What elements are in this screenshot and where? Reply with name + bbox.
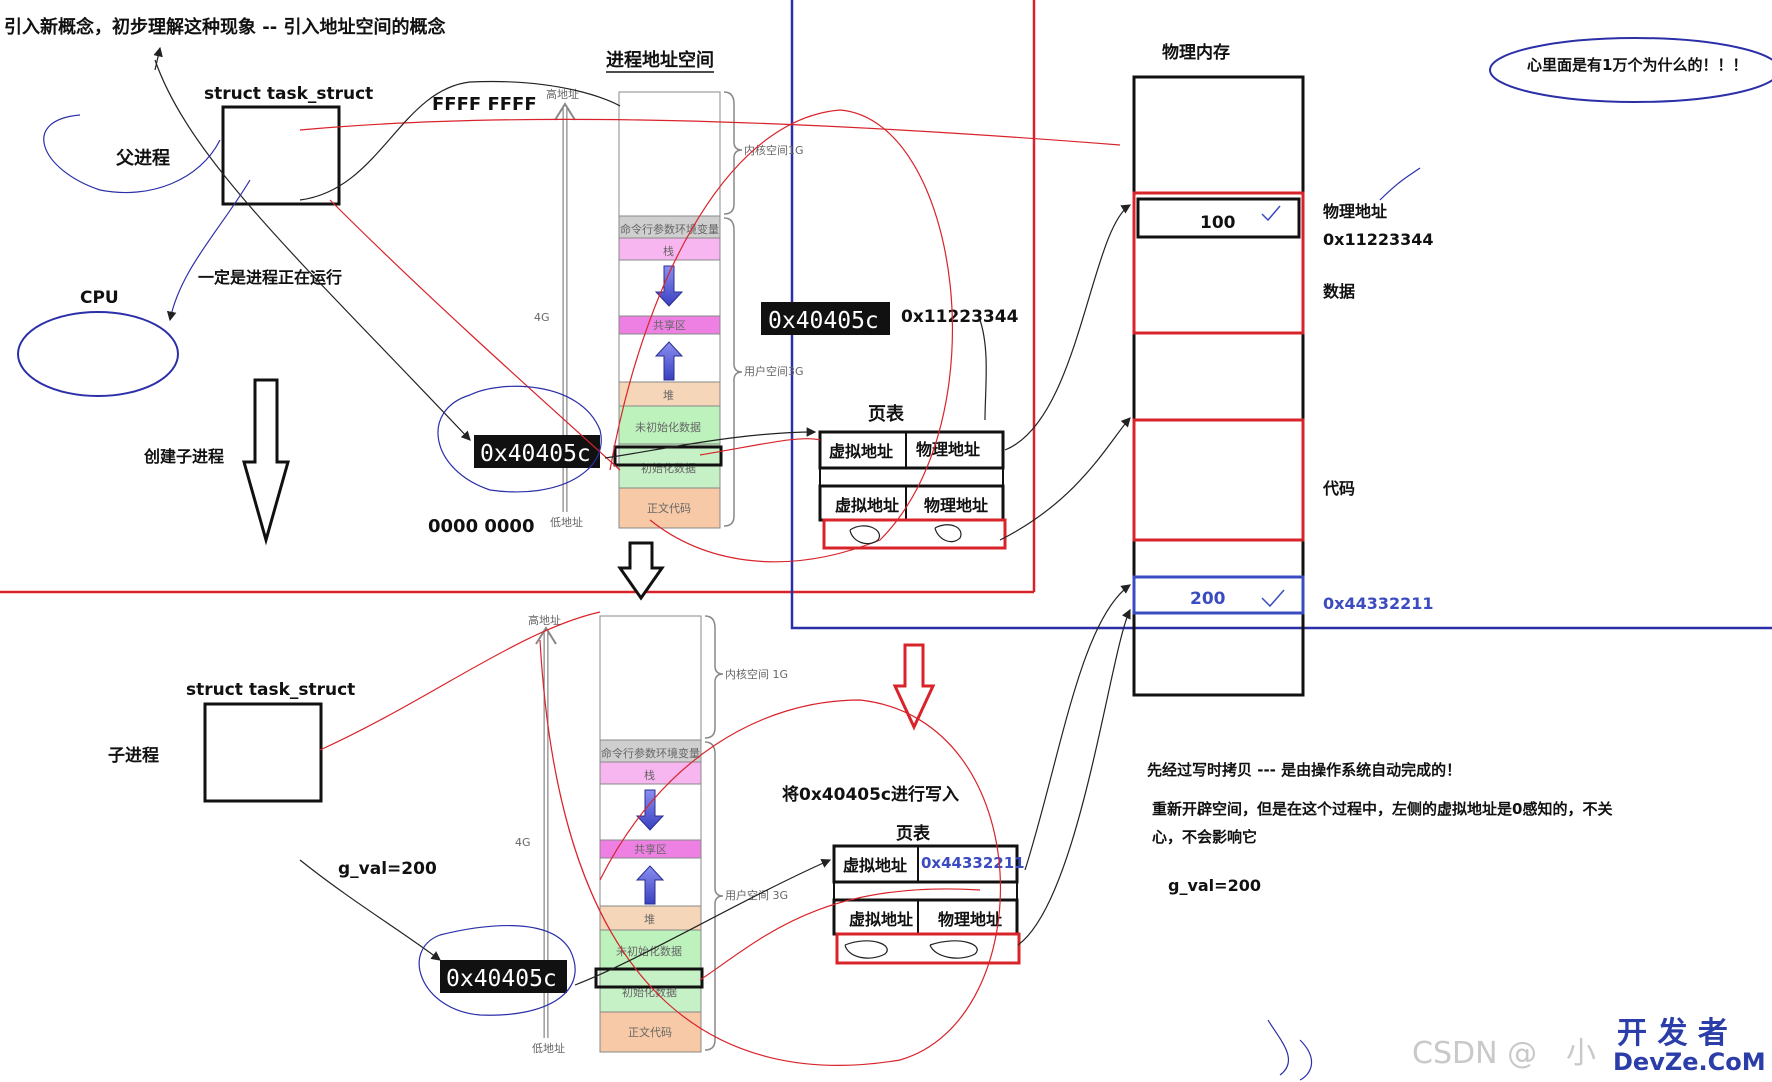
cow-note: 先经过写时拷贝 --- 是由操作系统自动完成的！ bbox=[1147, 761, 1461, 779]
seg-text-top: 正文代码 bbox=[647, 501, 691, 515]
user-3g-top: 用户空间3G bbox=[744, 364, 804, 378]
page-table-title-top: 页表 bbox=[868, 403, 905, 425]
vaddr-chip-bottom-text: 0x40405c bbox=[446, 966, 557, 992]
page-table-bottom: 虚拟地址 0x44332211 虚拟地址 物理地址 bbox=[832, 844, 1025, 965]
brand-watermark-top: 开 发 者 bbox=[1617, 1016, 1728, 1051]
gval-note: g_val=200 bbox=[1168, 876, 1261, 895]
seg-stack-top: 栈 bbox=[663, 244, 674, 258]
phys-code-label: 代码 bbox=[1322, 479, 1355, 498]
phys-addr2-value: 0x44332211 bbox=[1323, 594, 1434, 613]
vaddr-chip-top-left bbox=[474, 435, 600, 468]
parent-task-struct-box bbox=[221, 105, 341, 206]
pt-top-row1-vaddr: 虚拟地址 bbox=[829, 442, 893, 461]
space-down-arrow bbox=[617, 541, 665, 601]
phys-data-region bbox=[1132, 191, 1305, 335]
stack-grow-arrow-top bbox=[654, 265, 684, 307]
seg-heap-top: 堆 bbox=[663, 389, 674, 402]
seg-cmd-top: 命令行参数环境变量 bbox=[620, 222, 719, 236]
partial-watermark: 小 bbox=[1566, 1036, 1596, 1071]
seg-text-bottom: 正文代码 bbox=[628, 1025, 672, 1039]
pt-top-row1-paddr: 物理地址 bbox=[916, 440, 980, 459]
phys-cell-200 bbox=[1132, 575, 1305, 615]
phys-data-label: 数据 bbox=[1323, 282, 1355, 301]
kernel-1g-bottom: 内核空间 1G bbox=[725, 667, 788, 681]
pt-top-row2-paddr: 物理地址 bbox=[924, 496, 988, 515]
phys-addr-value: 0x11223344 bbox=[1323, 230, 1434, 249]
child-task-struct-box bbox=[203, 702, 323, 803]
thought-bubble bbox=[1489, 37, 1772, 103]
heap-grow-arrow-top bbox=[654, 341, 684, 381]
page-title: 引入新概念，初步理解这种现象 -- 引入地址空间的概念 bbox=[4, 16, 445, 38]
running-label: 一定是进程正在运行 bbox=[198, 268, 342, 287]
pt-bottom-row1-vaddr: 虚拟地址 bbox=[843, 856, 907, 875]
bubble-text: 心里面是有1万个为什么的！！！ bbox=[1527, 56, 1747, 74]
size-4g-bottom: 4G bbox=[515, 836, 531, 849]
pt-bottom-row1-paddr: 0x44332211 bbox=[921, 854, 1025, 872]
vaddr-chip-top-left-text: 0x40405c bbox=[480, 441, 591, 467]
low-addr-bottom: 低地址 bbox=[532, 1041, 565, 1055]
page-table-top: 虚拟地址 物理地址 虚拟地址 物理地址 bbox=[818, 430, 1007, 550]
zero-label: 0000 0000 bbox=[428, 516, 534, 537]
address-space-top: 命令行参数环境变量 栈 共享区 堆 未初始化数据 初始化数据 正文代码 bbox=[613, 91, 723, 529]
csdn-watermark: CSDN @ bbox=[1412, 1036, 1537, 1071]
heap-grow-arrow-bottom bbox=[635, 865, 665, 905]
parent-label: 父进程 bbox=[116, 148, 170, 169]
high-addr-top: 高地址 bbox=[546, 87, 579, 101]
page-table-title-bottom: 页表 bbox=[896, 823, 931, 844]
phys-cell-100-text: 100 bbox=[1200, 213, 1236, 233]
seg-bss-top: 未初始化数据 bbox=[635, 420, 701, 434]
seg-heap-bottom: 堆 bbox=[644, 913, 655, 926]
create-child-arrow bbox=[242, 378, 290, 546]
cow-down-arrow bbox=[892, 643, 936, 731]
hand-drawn-lines bbox=[43, 46, 1421, 1081]
stack-grow-arrow-bottom bbox=[635, 789, 665, 831]
phys-title: 物理内存 bbox=[1162, 42, 1230, 63]
phys-addr-label: 物理地址 bbox=[1323, 202, 1387, 221]
explain-line-2: 心，不会影响它 bbox=[1152, 828, 1257, 846]
ffff-label: FFFF FFFF bbox=[432, 94, 537, 115]
explain-line-1: 重新开辟空间，但是在这个过程中，左侧的虚拟地址是0感知的，不关 bbox=[1152, 800, 1612, 818]
pt-bottom-row2-vaddr: 虚拟地址 bbox=[849, 910, 913, 929]
seg-cmd-bottom: 命令行参数环境变量 bbox=[601, 746, 700, 760]
pt-bottom-highlight bbox=[835, 932, 1021, 965]
pt-top-row2-vaddr: 虚拟地址 bbox=[835, 496, 899, 515]
brand-watermark-bottom: DevZe.CoM bbox=[1613, 1048, 1766, 1076]
seg-shared-bottom: 共享区 bbox=[634, 842, 667, 856]
child-label: 子进程 bbox=[108, 746, 159, 766]
phys-cell-100 bbox=[1136, 197, 1301, 239]
high-addr-bottom: 高地址 bbox=[528, 613, 561, 627]
vaddr-chip-bottom bbox=[440, 960, 567, 993]
blue-frame bbox=[790, 0, 1772, 630]
seg-shared-top: 共享区 bbox=[653, 318, 686, 332]
seg-stack-bottom: 栈 bbox=[644, 768, 655, 782]
phys-code-region bbox=[1132, 418, 1305, 542]
write-label: 将0x40405c进行写入 bbox=[782, 784, 959, 805]
seg-data-top: 初始化数据 bbox=[641, 461, 696, 475]
low-addr-top: 低地址 bbox=[550, 515, 583, 529]
paddr-value-top: 0x11223344 bbox=[901, 307, 1019, 327]
vaddr-chip-top-right bbox=[761, 302, 890, 335]
create-child-label: 创建子进程 bbox=[143, 447, 224, 466]
check-icon bbox=[1261, 589, 1285, 608]
pt-bottom-row2-paddr: 物理地址 bbox=[938, 910, 1002, 929]
check-icon bbox=[1261, 205, 1281, 222]
pt-top-highlight bbox=[822, 518, 1007, 550]
cpu-label: CPU bbox=[80, 288, 119, 308]
address-space-bottom: 命令行参数环境变量 栈 共享区 堆 未初始化数据 初始化数据 正文代码 bbox=[594, 615, 704, 1053]
struct-label-top: struct task_struct bbox=[204, 84, 373, 104]
physical-memory: 100 200 bbox=[1132, 75, 1305, 697]
vaddr-chip-top-right-text: 0x40405c bbox=[768, 308, 879, 334]
gval-label-bottom: g_val=200 bbox=[338, 859, 437, 879]
size-4g-top: 4G bbox=[534, 311, 550, 324]
kernel-1g-top: 内核空间1G bbox=[744, 143, 804, 157]
struct-label-bottom: struct task_struct bbox=[186, 680, 355, 700]
space-title: 进程地址空间 bbox=[606, 49, 714, 71]
cpu-ellipse bbox=[17, 311, 179, 397]
phys-cell-200-text: 200 bbox=[1190, 589, 1226, 609]
